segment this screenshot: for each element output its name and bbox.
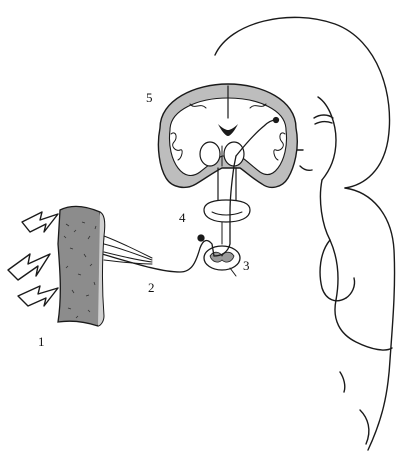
spinal-cord-section	[204, 246, 240, 276]
fetus-body-outline	[345, 188, 395, 450]
fetus-foot-outline	[360, 410, 369, 444]
label-skin: 1	[38, 334, 45, 349]
label-spinal-cord: 3	[243, 258, 250, 273]
label-nerve: 2	[148, 280, 155, 295]
skin-patch	[58, 206, 152, 326]
brain-section	[158, 84, 297, 200]
thalamus-right	[224, 142, 244, 166]
nerve-fibres	[104, 236, 152, 264]
brainstem-slice	[204, 200, 250, 222]
fetus-mouth-mark	[300, 166, 312, 170]
fetus-knee-mark	[340, 372, 345, 392]
spinal-ventral-root	[230, 268, 236, 276]
first-order-neuron	[95, 241, 214, 272]
label-cortex: 5	[146, 90, 153, 105]
label-brainstem: 4	[179, 210, 186, 225]
fetus-face-outline	[318, 97, 336, 180]
lightning-bolt-icon	[22, 212, 58, 232]
fetus-leg-outline	[335, 300, 392, 350]
fetus-eye	[314, 115, 333, 118]
dorsal-root-ganglion	[198, 235, 204, 241]
brainstem-section	[204, 200, 250, 244]
stimulus-bolts	[8, 212, 58, 306]
cortical-terminal	[274, 118, 279, 123]
lightning-bolt-icon	[18, 286, 58, 306]
fetus-outline	[215, 17, 395, 450]
lightning-bolt-icon	[8, 254, 50, 280]
brainstem-stalk-lower	[222, 222, 230, 244]
fetus-hand-outline	[346, 278, 355, 298]
fetus-eye-lid	[315, 122, 332, 124]
skin-surface	[58, 206, 104, 326]
thalamus-left	[200, 142, 220, 166]
